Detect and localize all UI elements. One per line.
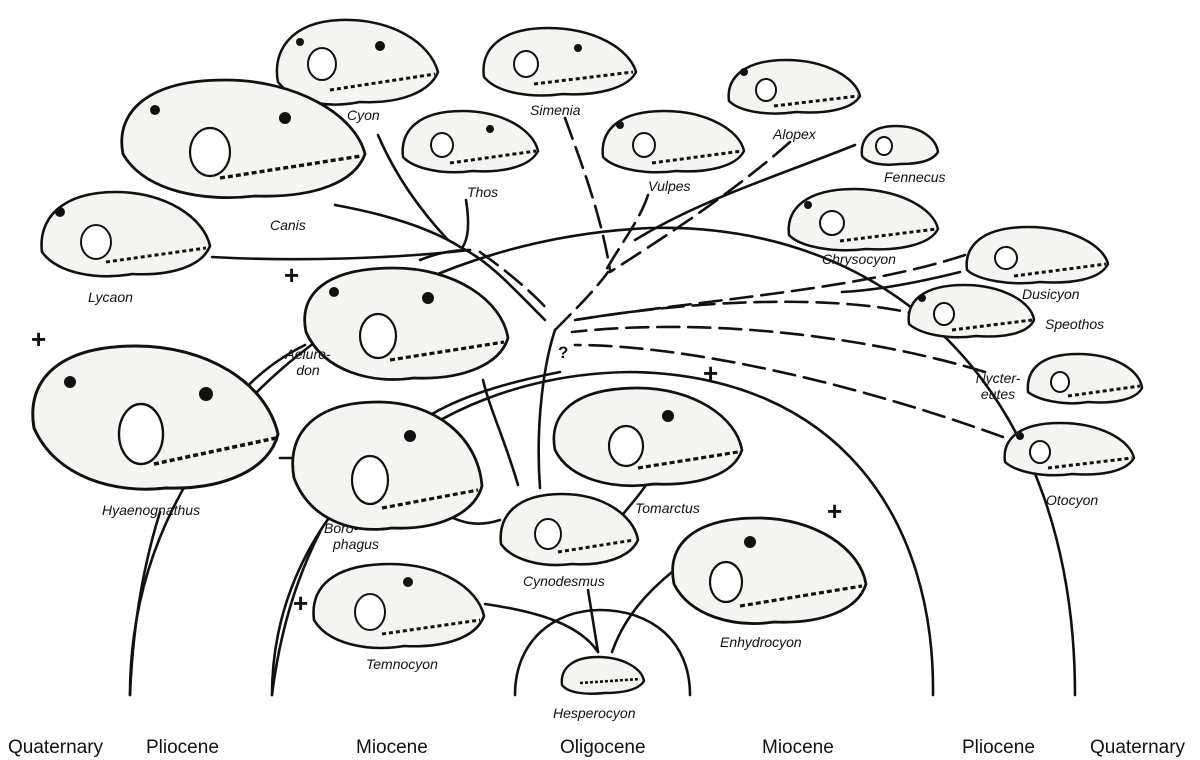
label-borophagus-line1: Boro- <box>324 520 359 536</box>
branch-alopex <box>608 140 792 274</box>
skull-temnocyon <box>308 558 488 654</box>
branch-speothos <box>573 300 932 322</box>
branch-chrysocyon <box>840 270 962 294</box>
epoch-left-miocene: Miocene <box>356 737 428 758</box>
skull-vulpes <box>598 105 748 177</box>
skull-dusicyon <box>962 222 1112 288</box>
skull-fennecus <box>858 122 940 168</box>
branch-cyon <box>376 133 450 242</box>
branch-thos <box>460 198 470 250</box>
epoch-left-pliocene: Pliocene <box>146 737 219 758</box>
branch-cyno-aelurodon <box>481 378 520 487</box>
label-aelurodon-line2: don <box>296 362 320 378</box>
label-dusicyon: Dusicyon <box>1022 286 1080 302</box>
uncertain-marker: ? <box>558 343 569 362</box>
branch-vulpes <box>603 193 650 274</box>
epoch-oligocene: Oligocene <box>560 737 646 758</box>
branch-boro-root <box>270 530 322 697</box>
branch-boro-to-arc <box>430 370 562 416</box>
skull-otocyon <box>1000 418 1138 480</box>
label-borophagus: Boro- phagus <box>324 520 379 552</box>
label-vulpes: Vulpes <box>648 178 691 194</box>
skull-canis <box>115 74 370 204</box>
skull-chrysocyon <box>784 183 942 255</box>
skull-thos <box>398 105 542 177</box>
label-fennecus: Fennecus <box>884 169 946 185</box>
branch-canis <box>333 203 467 252</box>
extinct-marker-temnocyon: + <box>293 588 309 618</box>
branch-fennecus <box>633 143 857 242</box>
skull-speothos <box>904 280 1038 342</box>
skull-simenia <box>478 22 640 100</box>
label-aelurodon-line1: Aeluro- <box>285 346 331 362</box>
epoch-right-pliocene: Pliocene <box>962 737 1035 758</box>
branch-cyno-main <box>537 328 557 490</box>
skull-hesperocyon <box>558 653 648 697</box>
arc-oligocene <box>513 608 692 697</box>
extinct-marker-aelurodon: + <box>284 260 300 290</box>
branch-nyctereutes <box>570 325 987 374</box>
skull-aelurodon <box>298 262 513 386</box>
branch-simenia <box>563 116 612 272</box>
label-hesperocyon: Hesperocyon <box>553 705 636 721</box>
skull-cynodesmus <box>496 488 642 570</box>
label-speothos: Speothos <box>1045 316 1105 332</box>
label-nyctereutes: Nycter- eutes <box>976 370 1021 402</box>
branch-otocyon <box>573 343 1005 439</box>
branch-dusicyon <box>573 253 967 322</box>
label-tomarctus: Tomarctus <box>635 500 700 516</box>
epoch-left-quaternary: Quaternary <box>8 737 104 758</box>
label-aelurodon: Aeluro- don <box>285 346 330 378</box>
label-cynodesmus: Cynodesmus <box>523 573 605 589</box>
branch-fan-lower <box>478 250 550 312</box>
extinct-marker-hyaenognathus: + <box>31 324 47 354</box>
skull-hyaenognathus <box>26 338 284 498</box>
branch-hesp-cynodesmus <box>586 588 600 654</box>
label-otocyon: Otocyon <box>1046 492 1099 508</box>
skull-enhydrocyon <box>666 512 870 628</box>
skull-borophagus <box>286 396 486 536</box>
label-alopex: Alopex <box>773 126 816 142</box>
label-nyctereutes-line2: eutes <box>980 386 1016 402</box>
branch-lycaon <box>210 248 472 261</box>
arc-pliocene <box>270 370 935 697</box>
label-borophagus-line2: phagus <box>333 536 379 552</box>
label-nyctereutes-line1: Nycter- <box>975 370 1021 386</box>
skull-cyon <box>270 12 442 110</box>
skull-lycaon <box>36 186 214 282</box>
label-hyaenognathus: Hyaenognathus <box>102 502 201 518</box>
skull-tomarctus <box>548 382 746 490</box>
extinct-marker-enhydrocyon: + <box>827 496 843 526</box>
skull-nyctereutes <box>1024 350 1146 408</box>
branch-hesp-enhydrocyon <box>610 570 674 654</box>
epoch-right-miocene: Miocene <box>762 737 834 758</box>
extinct-marker-tomarctus: + <box>703 358 719 388</box>
label-canis: Canis <box>270 217 306 233</box>
epoch-right-quaternary: Quaternary <box>1090 737 1186 758</box>
branch-hesp-temnocyon <box>483 602 600 654</box>
branch-fan-mid <box>553 270 610 332</box>
label-lycaon: Lycaon <box>88 289 133 305</box>
skull-alopex <box>724 56 864 118</box>
label-enhydrocyon: Enhydrocyon <box>720 634 802 650</box>
branch-fan-center <box>460 246 547 322</box>
branch-hyaeno-root <box>128 510 162 697</box>
label-temnocyon: Temnocyon <box>366 656 438 672</box>
label-thos: Thos <box>467 184 499 200</box>
label-cyon: Cyon <box>347 107 380 123</box>
label-chrysocyon: Chrysocyon <box>822 251 896 267</box>
label-simenia: Simenia <box>530 102 581 118</box>
